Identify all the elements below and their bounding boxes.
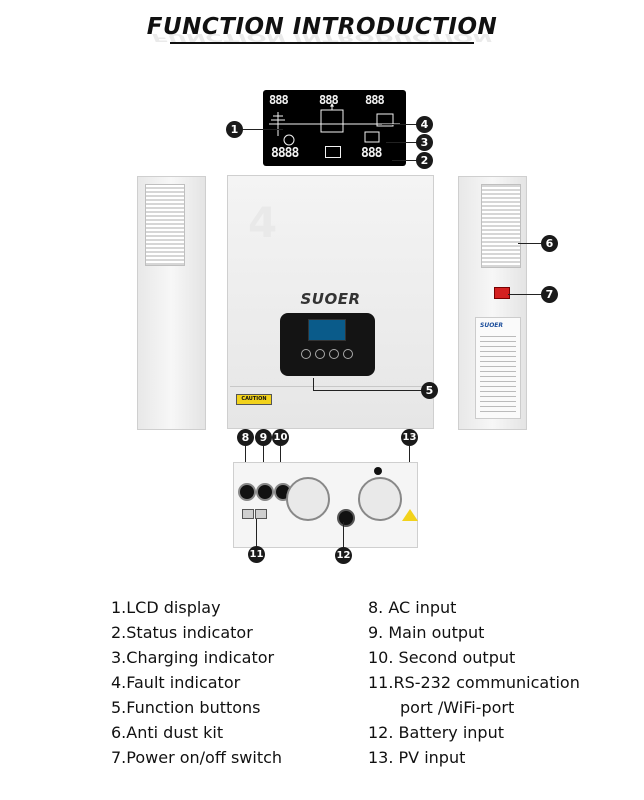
callout-line-7 xyxy=(508,294,542,295)
callout-badge-13: 13 xyxy=(401,429,418,446)
page-title: FUNCTION INTRODUCTION xyxy=(146,14,498,40)
list-item: 1.LCD display xyxy=(111,598,221,617)
title-reflection: FUNCTION INTRODUCTION xyxy=(151,31,493,43)
spec-label-sticker: SUOER xyxy=(475,317,521,419)
function-button-4[interactable] xyxy=(343,349,353,359)
callout-badge-7: 7 xyxy=(541,286,558,303)
lcd-top-mid: 888 xyxy=(319,93,339,107)
wifi-port xyxy=(255,509,267,519)
caution-label: CAUTION xyxy=(236,394,272,405)
callout-line-6 xyxy=(518,243,542,244)
callout-line-5a xyxy=(313,378,314,390)
lcd-flow-diagram: ▲ xyxy=(269,102,400,146)
callout-badge-11: 11 xyxy=(248,546,265,563)
left-vent xyxy=(145,184,185,266)
watermark-4-icon: 4 xyxy=(248,198,278,247)
callout-badge-3: 3 xyxy=(416,134,433,151)
lcd-top-left: 888 xyxy=(269,93,289,107)
panel-divider xyxy=(230,386,430,387)
rs232-port xyxy=(242,509,254,519)
list-item: 10. Second output xyxy=(368,648,516,667)
list-item: 8. AC input xyxy=(368,598,457,617)
list-item: 12. Battery input xyxy=(368,723,504,742)
callout-badge-12: 12 xyxy=(335,547,352,564)
callout-line-3 xyxy=(386,142,418,143)
feature-list-right: 8. AC input 9. Main output 10. Second ou… xyxy=(368,595,580,770)
callout-badge-8: 8 xyxy=(237,429,254,446)
fan-left-icon xyxy=(286,477,330,521)
callout-line-11 xyxy=(256,519,257,549)
feature-list-left: 1.LCD display 2.Status indicator 3.Charg… xyxy=(111,595,282,770)
function-button-1[interactable] xyxy=(301,349,311,359)
function-button-2[interactable] xyxy=(315,349,325,359)
list-item: 4.Fault indicator xyxy=(111,673,241,692)
callout-line-8 xyxy=(245,446,246,468)
callout-badge-9: 9 xyxy=(255,429,272,446)
power-switch[interactable] xyxy=(494,287,510,299)
lcd-bottom-left: 8888 xyxy=(271,146,299,161)
brand-logo: SUOER xyxy=(300,290,361,308)
callout-badge-6: 6 xyxy=(541,235,558,252)
list-item: 9. Main output xyxy=(368,623,485,642)
callout-line-5b xyxy=(313,390,423,391)
callout-line-1 xyxy=(241,129,283,130)
list-item: 5.Function buttons xyxy=(111,698,261,717)
warning-triangle-icon xyxy=(402,509,418,521)
list-item: 13. PV input xyxy=(368,748,466,767)
left-side-view xyxy=(137,176,206,430)
inverter-front: 4 SUOER CAUTION xyxy=(227,175,434,429)
battery-icon xyxy=(325,146,341,158)
bottom-view xyxy=(233,462,418,548)
callout-line-10 xyxy=(280,446,281,468)
pv-input-port xyxy=(374,467,382,475)
callout-badge-10: 10 xyxy=(272,429,289,446)
lcd-top-right: 888 xyxy=(365,93,385,107)
main-output-port xyxy=(256,483,274,501)
right-vent xyxy=(481,184,521,268)
callout-line-9 xyxy=(263,446,264,468)
sticker-text-lines xyxy=(480,332,516,412)
callout-line-2 xyxy=(392,160,418,161)
svg-text:▲: ▲ xyxy=(330,102,334,108)
list-item: 7.Power on/off switch xyxy=(111,748,283,767)
title-underline xyxy=(170,42,474,44)
front-screen xyxy=(308,319,346,341)
callout-badge-2: 2 xyxy=(416,152,433,169)
list-item: 3.Charging indicator xyxy=(111,648,275,667)
right-side-view: SUOER xyxy=(458,176,527,430)
list-item: port /WiFi-port xyxy=(400,698,515,717)
sticker-brand: SUOER xyxy=(480,322,504,329)
callout-line-4 xyxy=(382,124,418,125)
list-item: 11.RS-232 communication xyxy=(368,673,580,692)
function-button-3[interactable] xyxy=(329,349,339,359)
callout-line-13 xyxy=(409,446,410,466)
list-item: 6.Anti dust kit xyxy=(111,723,224,742)
battery-input-port xyxy=(337,509,355,527)
callout-badge-4: 4 xyxy=(416,116,433,133)
list-item: 2.Status indicator xyxy=(111,623,253,642)
lcd-closeup: 888 888 888 ▲ 8888 888 xyxy=(263,90,406,166)
callout-line-12 xyxy=(343,522,344,550)
callout-badge-1: 1 xyxy=(226,121,243,138)
callout-badge-5: 5 xyxy=(421,382,438,399)
ac-input-port xyxy=(238,483,256,501)
fan-right-icon xyxy=(358,477,402,521)
lcd-bottom-right: 888 xyxy=(361,146,383,161)
front-display-panel xyxy=(280,313,375,376)
